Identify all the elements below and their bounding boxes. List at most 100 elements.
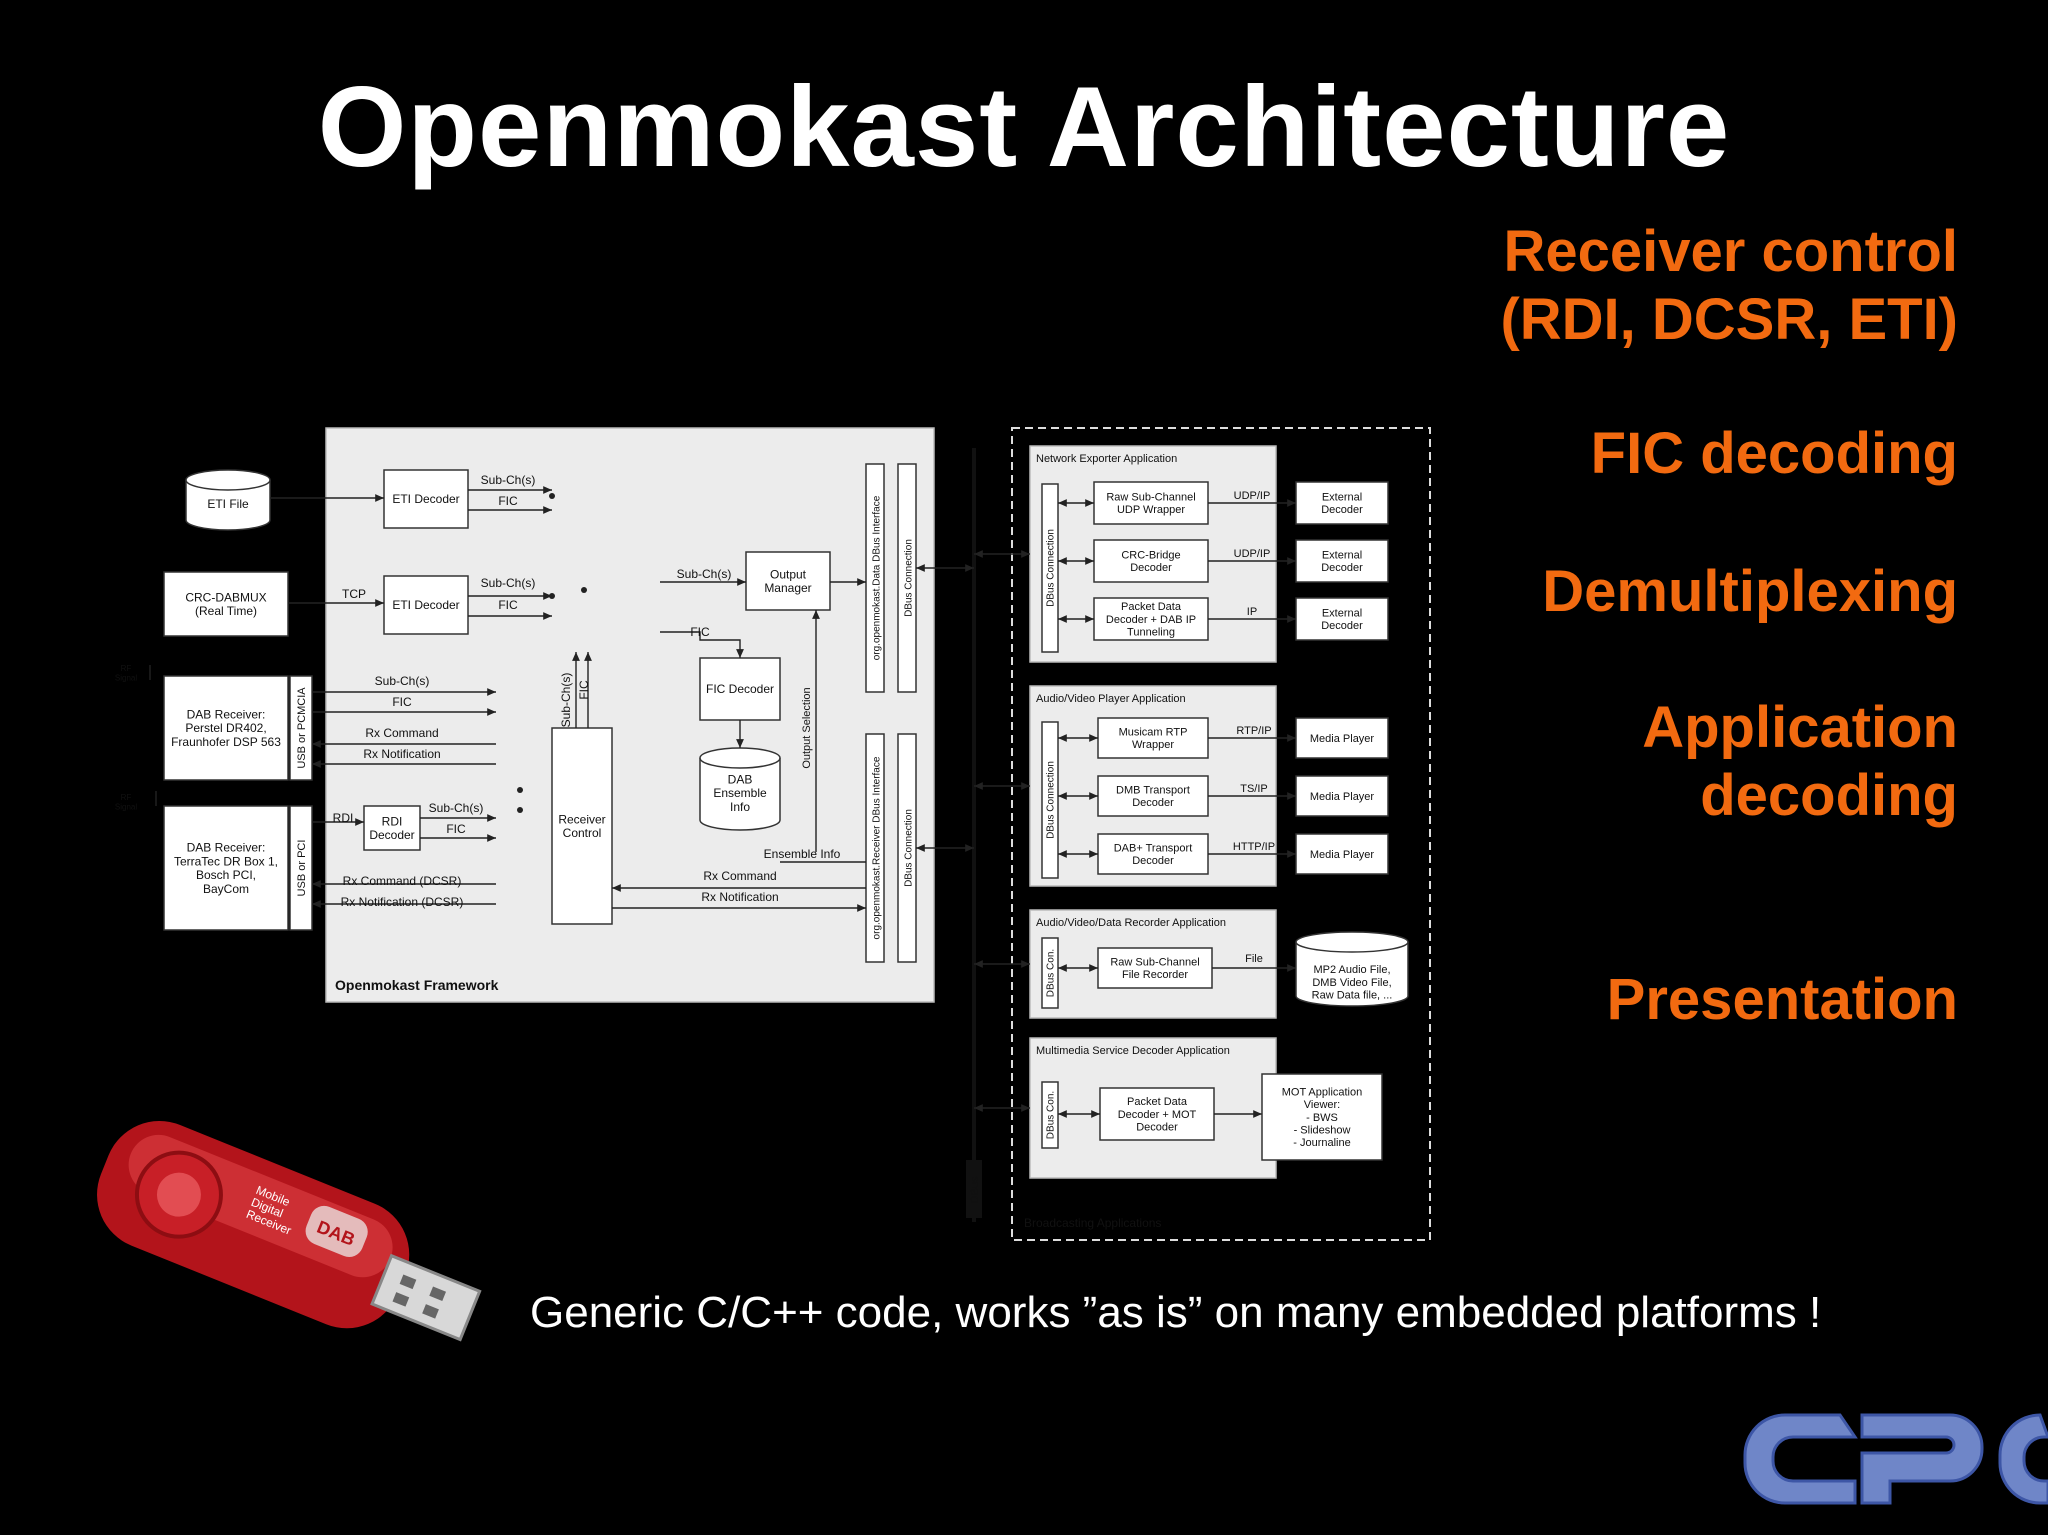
ne-block-1 [1093,539,1209,583]
data-dbus-interface [865,463,885,693]
rdi-fic-label: FIC [446,822,466,836]
av-player-title: Audio/Video Player Application [1036,693,1186,705]
dab-receiver-1-label: DAB Receiver:Perstel DR402,Fraunhofer DS… [171,707,281,749]
dbus-bus-cap [966,1160,982,1218]
rx1-notif-label: Rx Notification [363,747,440,761]
switch-node-3 [517,787,523,793]
av-protocol-1: TS/IP [1240,783,1268,795]
dab-ensemble-info [699,758,781,831]
ne-protocol-0: UDP/IP [1234,490,1271,502]
fic-decoder-label: FIC Decoder [706,682,774,696]
broadcasting-label: Broadcasting Applications [1024,1216,1161,1230]
ne-block-0 [1093,481,1209,525]
ne-dbus-conn-label: DBus Connection [1046,529,1057,607]
rx1-subch-label: Sub-Ch(s) [375,674,430,688]
footnote: Generic C/C++ code, works ”as is” on man… [530,1288,1822,1337]
mm-dbus-conn-label: DBus Con. [1046,1091,1057,1139]
feature-presentation: Presentation [1606,967,1958,1032]
dbus-connection-2-label: DBus Connection [904,809,915,887]
dab-receiver-2-label: DAB Receiver:TerraTec DR Box 1,Bosch PCI… [174,841,278,896]
ne-target-2 [1295,597,1389,641]
framework-label: Openmokast Framework [335,977,499,993]
av-dbus-conn [1041,721,1059,879]
mm-decoder-title: Multimedia Service Decoder Application [1036,1045,1230,1057]
ensemble-info-label: Ensemble Info [764,847,841,861]
rc-protocol: File [1245,953,1263,965]
rc-target-cyl [1295,942,1409,1007]
rdi-decoder [363,805,421,851]
feature-demultiplexing: Demultiplexing [1542,559,1958,624]
rx1-cmd-label: Rx Command [365,726,438,740]
eti-decoder-1 [383,469,469,529]
av-target-1-label: Media Player [1310,791,1375,803]
switch-node-1 [549,593,555,599]
rx1-fic-label: FIC [392,695,412,709]
av-protocol-0: RTP/IP [1236,725,1271,737]
av-dbus-conn-label: DBus Connection [1046,761,1057,839]
output-manager [745,551,831,611]
ne-target-1 [1295,539,1389,583]
av-target-2 [1295,833,1389,875]
output-selection-label: Output Selection [801,687,813,768]
eti2-subch-label: Sub-Ch(s) [481,576,536,590]
eti1-fic-label: FIC [498,494,518,508]
rx-cmd-label: Rx Command [703,869,776,883]
usb-pcmcia-strip [289,675,313,781]
usb-pcmcia-label: USB or PCMCIA [296,687,308,769]
network-exporter-title: Network Exporter Application [1036,453,1177,465]
eti-file-top [185,469,271,491]
ne-protocol-2: IP [1247,606,1257,618]
receiver-control [551,727,613,925]
rc-subch-label: Sub-Ch(s) [559,673,573,728]
rc-dbus-conn-label: DBus Con. [1046,949,1057,997]
eti-decoder-2 [383,575,469,635]
receiver-dbus-interface-label: org.openmokast.Receiver DBus Interface [872,756,883,939]
tcp-label: TCP [342,587,366,601]
eti-file [185,480,271,531]
feature-receiver-control: Receiver control (RDI, DCSR, ETI) [1500,219,1958,352]
usb-pci-strip [289,805,313,931]
om-subch-label: Sub-Ch(s) [677,567,732,581]
eti-file-label: ETI File [207,497,249,511]
dbus-bus-label: DBus [969,1176,981,1203]
crc-dabmux [163,571,289,637]
broadcasting-panel [1011,427,1431,1241]
switch-node-2 [581,587,587,593]
eti2-fic-label: FIC [498,598,518,612]
rdi-label: RDI [333,811,354,825]
switch-node-4 [517,807,523,813]
eti-decoder-2-label: ETI Decoder [392,598,459,612]
av-target-0 [1295,717,1389,759]
dab-receiver-1 [163,675,289,781]
rx-notif-label: Rx Notification [701,890,778,904]
rdi-subch-label: Sub-Ch(s) [429,801,484,815]
switch-node-0 [549,493,555,499]
rc-dbus-conn [1041,937,1059,1009]
data-dbus-interface-label: org.openmokast.Data DBus Interface [872,495,883,660]
rc-fic-label: FIC [577,680,591,700]
receiver-dbus-interface [865,733,885,963]
dbus-connection-1-label: DBus Connection [904,539,915,617]
ne-protocol-1: UDP/IP [1234,548,1271,560]
rx2-cmd-label: Rx Command (DCSR) [343,874,462,888]
slide-title: Openmokast Architecture [317,64,1731,191]
rx2-notif-label: Rx Notification (DCSR) [341,895,464,909]
eti-decoder-1-label: ETI Decoder [392,492,459,506]
recorder-title: Audio/Video/Data Recorder Application [1036,917,1226,929]
